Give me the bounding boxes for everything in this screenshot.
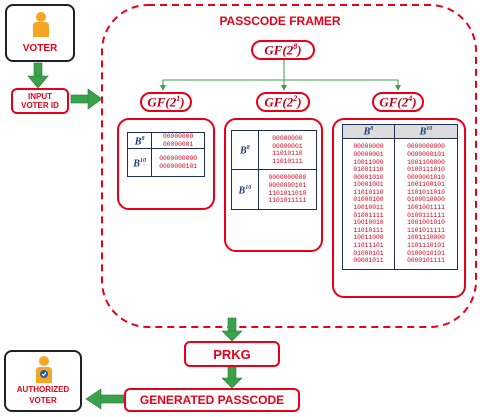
- gf-root-exp: 8: [293, 41, 298, 51]
- generated-to-authorized-arrow: [85, 388, 125, 410]
- gf-node-1-base: GF(2: [147, 94, 177, 110]
- b10-header: B10: [393, 123, 459, 140]
- gf-tree-connectors: [160, 60, 401, 91]
- passcode-framer-boundary: [101, 4, 477, 328]
- authorized-person-icon: [36, 356, 52, 383]
- authorized-line1: AUTHORIZED: [16, 385, 70, 394]
- input-voter-id-line2: VOTER ID: [21, 101, 59, 110]
- b10-label: B10: [231, 169, 259, 210]
- gf-root-base: GF(2: [264, 42, 294, 58]
- prkg-to-generated-arrow: [221, 366, 243, 389]
- framer-to-prkg-arrow: [221, 317, 243, 342]
- person-icon: [33, 12, 49, 37]
- gf-node-2-exp: 2: [293, 93, 298, 103]
- gf-node-4-close: ): [412, 94, 417, 110]
- input-voter-id-line1: INPUT: [28, 92, 52, 101]
- authorized-voter-box: AUTHORIZED VOTER: [4, 350, 82, 412]
- authorized-line2: VOTER: [29, 396, 57, 405]
- prkg-label: PRKG: [213, 346, 251, 362]
- gf-root-node: GF(28): [251, 40, 315, 60]
- b8-label: B8: [126, 131, 153, 150]
- prkg-box: PRKG: [184, 341, 280, 367]
- gf-node-2-close: ): [297, 94, 302, 110]
- generated-passcode-label: GENERATED PASSCODE: [139, 393, 285, 407]
- b8-header: B8: [342, 123, 395, 140]
- voter-box: VOTER: [5, 4, 75, 62]
- gf-node-4-exp: 4: [408, 93, 413, 103]
- gf-node-2: GF(22): [256, 92, 310, 112]
- voter-label: VOTER: [22, 43, 58, 54]
- gf-node-2-base: GF(2: [264, 94, 294, 110]
- b10-label: B10: [126, 148, 153, 178]
- b8-label: B8: [231, 129, 259, 171]
- gf-root-close: ): [297, 42, 302, 58]
- gf-node-4-base: GF(2: [379, 94, 409, 110]
- gf-node-1-exp: 1: [176, 93, 181, 103]
- gf-node-1: GF(21): [140, 92, 192, 112]
- input-to-framer-arrow: [70, 88, 103, 110]
- voter-to-input-arrow: [27, 62, 49, 89]
- gf-node-1-close: ): [180, 94, 185, 110]
- passcode-framer-title: PASSCODE FRAMER: [219, 14, 341, 28]
- input-voter-id-box: INPUT VOTER ID: [11, 88, 69, 114]
- gf-node-4: GF(24): [372, 92, 424, 112]
- generated-passcode-box: GENERATED PASSCODE: [124, 388, 300, 412]
